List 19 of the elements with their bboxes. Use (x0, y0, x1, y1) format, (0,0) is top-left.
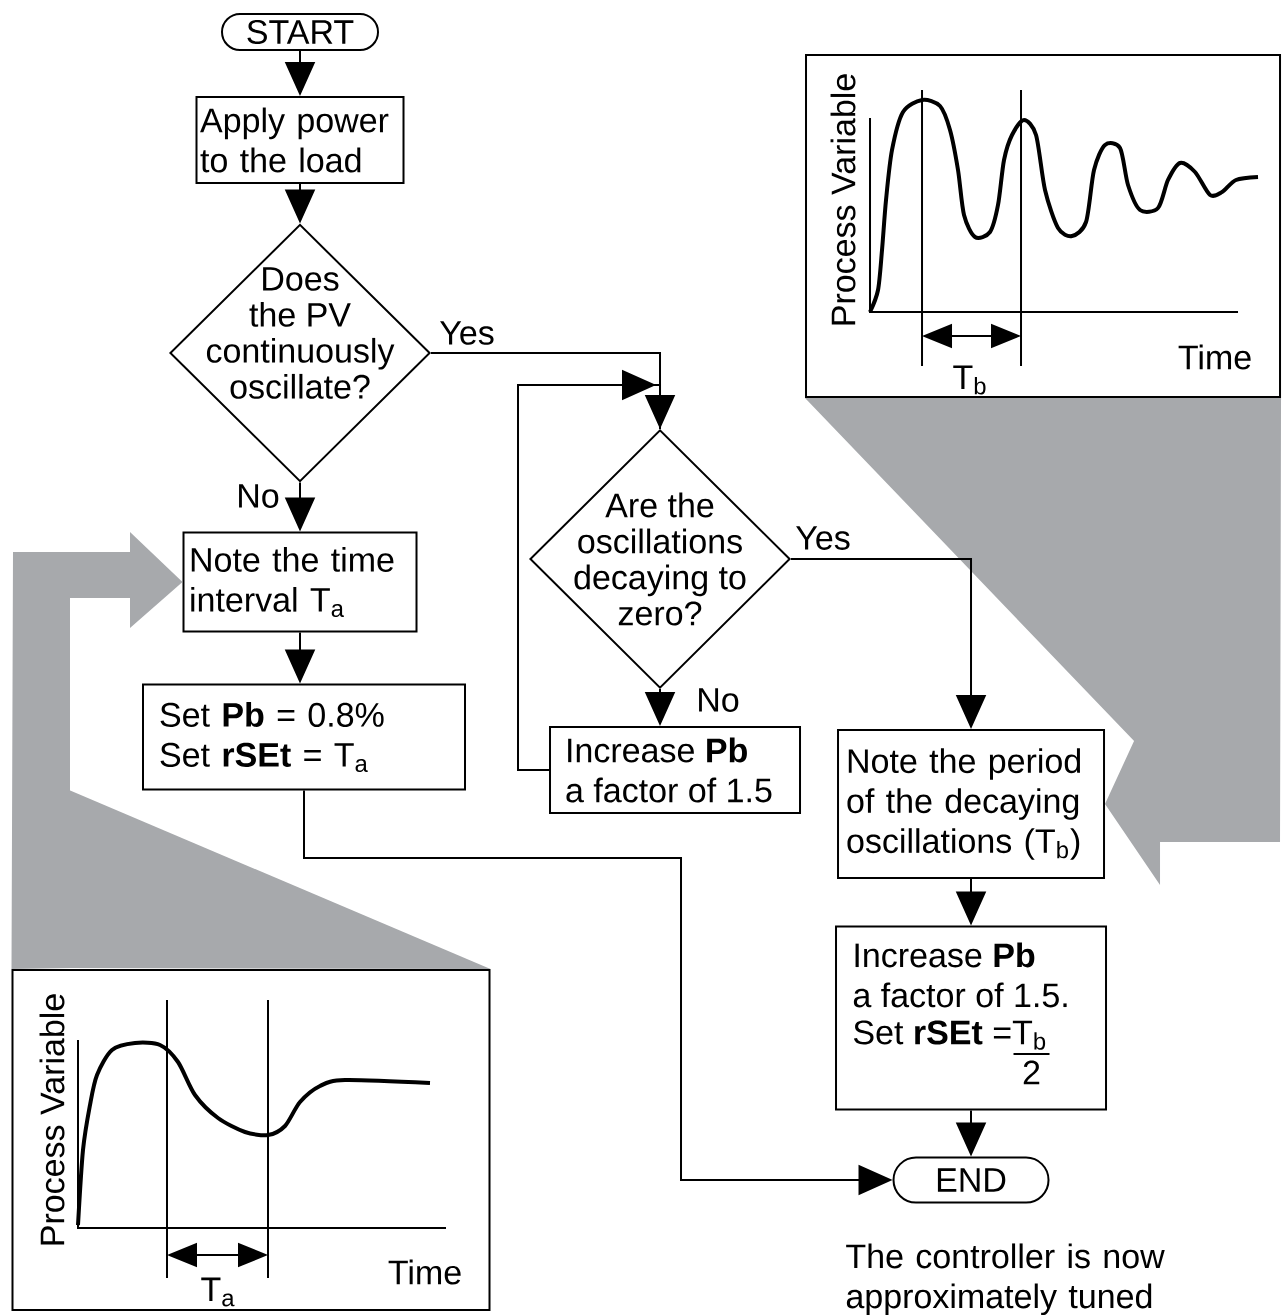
axis-label: Process Variable (830, 74, 856, 325)
edge-label: No (694, 686, 742, 714)
terminal-box: END (892, 1156, 1050, 1204)
process-box: Note the period of the decaying oscillations (T$_{b}$) (837, 729, 1105, 879)
process-box: Increase Pb a factor of 1.5. Set rSEt =T$_{b}$ 2 (835, 925, 1107, 1111)
wide-arrow (11, 532, 183, 969)
edge-label: Yes (793, 524, 853, 552)
terminal-box: START (221, 13, 379, 51)
arrow (517, 369, 661, 771)
process-box: Increase Pb a factor of 1.5 (549, 726, 801, 814)
process-box: Note the time interval T$_{a}$ (182, 531, 418, 633)
edge-label: No (234, 482, 282, 510)
note-text: The controller is now approximately tuned (846, 1243, 1165, 1315)
edge-label: Yes (437, 319, 497, 347)
dimension-label: T$_{b}$ (953, 365, 986, 395)
axis-label: Time (1178, 344, 1251, 370)
process-box: Apply power to the load (195, 96, 405, 184)
wide-arrow (805, 398, 1282, 885)
process-box: Set Pb = 0.8% Set rSEt = T$_{a}$ (142, 683, 466, 791)
